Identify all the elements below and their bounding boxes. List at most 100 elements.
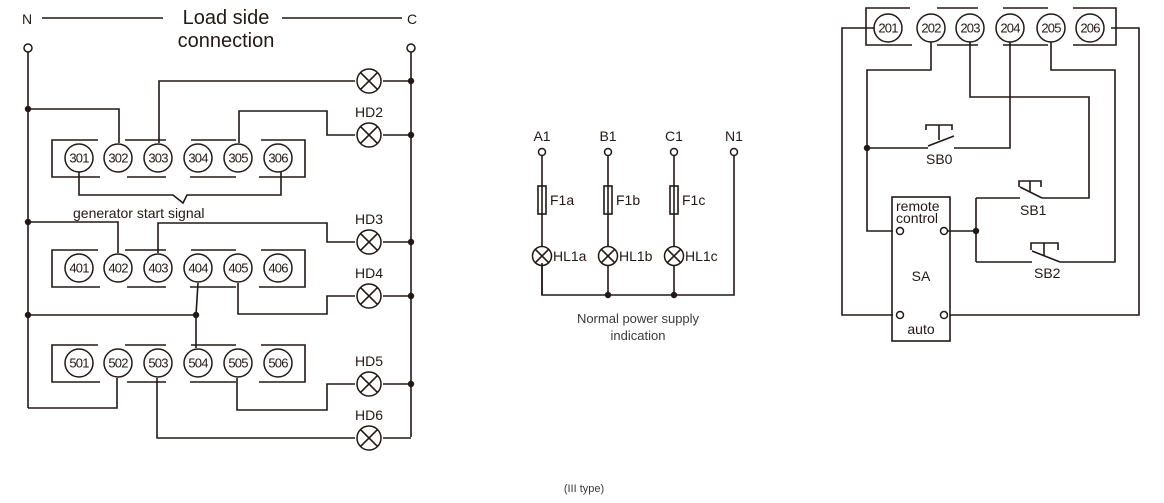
junction-dot <box>407 131 415 139</box>
indicator-lamp-icon <box>356 425 382 451</box>
terminal-circle: 403 <box>143 253 173 283</box>
wire-303-hd1 <box>158 80 355 143</box>
c-terminal-label: C <box>407 11 417 27</box>
n-terminal <box>23 43 33 53</box>
terminal-number: 402 <box>108 261 128 276</box>
terminal-number: 405 <box>228 261 248 276</box>
load-side-title-1: Load side <box>183 7 270 29</box>
terminal-circle: 205 <box>1036 13 1066 43</box>
terminal-number: 203 <box>960 21 980 36</box>
terminal-circle: 406 <box>263 253 293 283</box>
wire-405-hd4 <box>237 283 355 315</box>
c-terminal <box>406 43 416 53</box>
junction-dot <box>407 380 415 388</box>
terminal-number: 404 <box>188 261 208 276</box>
load-side-diagram: N Load side connection C <box>22 7 417 451</box>
wire-n-504 <box>28 314 197 348</box>
phase-terminal <box>537 147 547 157</box>
junction-dot <box>407 292 415 300</box>
sa-contact <box>895 226 905 236</box>
bracket <box>1073 7 1117 46</box>
terminal-number: 304 <box>188 151 208 166</box>
terminal-circle: 203 <box>955 13 985 43</box>
wire-505-hd5 <box>236 378 355 411</box>
terminal-block-row: 401 402 403 404 405 406 <box>51 249 306 288</box>
wire-404-504 <box>195 282 199 316</box>
wire-n-502 <box>28 378 118 409</box>
n1-label: N1 <box>725 128 743 144</box>
indicator-lamp-icon <box>531 245 553 267</box>
n-terminal-label: N <box>22 11 32 27</box>
lamp-label: HL1a <box>553 248 587 264</box>
indicator-lamp-icon <box>356 68 382 94</box>
power-caption-1: Normal power supply <box>577 311 700 326</box>
terminal-circle: 405 <box>223 253 253 283</box>
terminal-circle: 502 <box>103 348 133 378</box>
phase-terminal-label: A1 <box>533 128 550 144</box>
generator-start-signal-label: generator start signal <box>73 205 205 221</box>
sb1-switch-icon <box>1018 180 1043 199</box>
terminal-circle: 202 <box>916 13 946 43</box>
lamp-label: HD6 <box>355 407 383 423</box>
terminal-circle: 305 <box>223 143 253 173</box>
junction-dot <box>192 311 200 319</box>
terminal-number: 401 <box>69 261 89 276</box>
terminal-number: 406 <box>268 261 288 276</box>
terminal-circle: 506 <box>263 348 293 378</box>
sa-contact <box>895 310 905 320</box>
wire-205-sb2 <box>1050 42 1116 263</box>
terminal-number: 302 <box>108 151 128 166</box>
neutral-return-wire <box>541 156 735 296</box>
load-side-title-2: connection <box>178 30 275 52</box>
junction-dot <box>863 144 871 152</box>
terminal-number: 504 <box>188 356 208 371</box>
sb2-label: SB2 <box>1034 265 1061 281</box>
terminal-circle: 302 <box>103 143 133 173</box>
terminal-circle: 505 <box>223 348 253 378</box>
terminal-number: 201 <box>878 21 898 36</box>
terminal-circle: 306 <box>263 143 293 173</box>
wire-503-hd6 <box>156 378 355 439</box>
wire-403-hd3 <box>157 222 355 253</box>
phase-terminal-label: C1 <box>665 128 683 144</box>
terminal-number: 202 <box>921 21 941 36</box>
sa-contact <box>939 310 949 320</box>
terminal-circle: 402 <box>103 253 133 283</box>
wire-n-402 <box>28 221 119 253</box>
sa-contact <box>939 226 949 236</box>
indicator-lamp-icon <box>597 245 619 267</box>
lamp-label: HD2 <box>355 104 383 120</box>
indicator-lamp-icon <box>663 245 685 267</box>
lamp-label: HD5 <box>355 353 383 369</box>
sa-remote-label: remote <box>896 198 940 214</box>
junction-dot <box>24 218 32 226</box>
fuse-label: F1a <box>550 192 574 208</box>
terminal-number: 505 <box>228 356 248 371</box>
junction-dot <box>604 291 612 299</box>
terminal-circle: 204 <box>995 13 1025 43</box>
wire-305-hd2 <box>238 110 355 143</box>
fuse-label: F1b <box>616 192 640 208</box>
terminal-circle: 301 <box>64 143 94 173</box>
wire-203-sb1 <box>969 42 1090 199</box>
terminal-circle: 504 <box>183 348 213 378</box>
junction-dot <box>972 227 980 235</box>
terminal-number: 301 <box>69 151 89 166</box>
junction-dot <box>407 238 415 246</box>
terminal-number: 204 <box>1000 21 1020 36</box>
sb0-label: SB0 <box>926 151 953 167</box>
indicator-lamp-icon <box>356 122 382 148</box>
indicator-lamp-icon <box>356 283 382 309</box>
terminal-number: 503 <box>148 356 168 371</box>
terminal-number: 306 <box>268 151 288 166</box>
footer-caption: (III type) <box>564 483 604 495</box>
terminal-number: 403 <box>148 261 168 276</box>
n1-terminal <box>729 147 739 157</box>
fuse-label: F1c <box>682 192 705 208</box>
